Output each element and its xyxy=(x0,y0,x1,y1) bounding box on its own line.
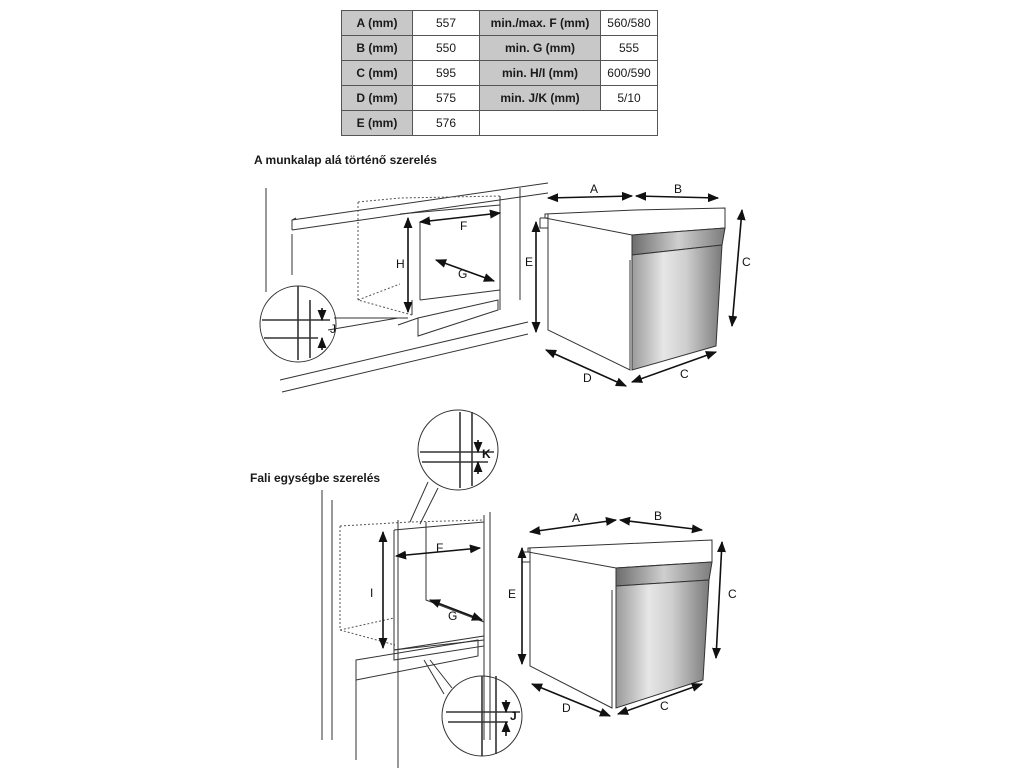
label-j-bottom: J xyxy=(510,709,517,723)
label-h: H xyxy=(396,257,405,271)
dimension-a-top: A xyxy=(546,182,634,203)
detail-bubble-j-top: J xyxy=(259,285,408,363)
wall-unit-cabinet-drawing xyxy=(321,490,491,768)
dim-value: 576 xyxy=(412,110,480,136)
label-k: K xyxy=(482,447,491,461)
dim-value: 575 xyxy=(412,85,480,111)
dimension-c-bottom-bottom: C xyxy=(616,683,704,715)
dimension-g: G xyxy=(434,259,496,282)
dimension-f: F xyxy=(418,209,502,233)
dim-value: 560/580 xyxy=(600,10,658,36)
label-g-wall: G xyxy=(448,609,457,623)
detail-bubble-j-bottom: J xyxy=(423,659,523,757)
dim-value: 555 xyxy=(600,35,658,61)
label-c-bottom-right: C xyxy=(728,587,737,601)
table-row: E (mm) 576 xyxy=(341,110,658,136)
dimension-c-top-right: C xyxy=(728,208,751,328)
label-i: I xyxy=(370,586,373,600)
label-a-bottom: A xyxy=(572,511,580,525)
label-a-top: A xyxy=(590,182,598,196)
dim-key: min. H/I (mm) xyxy=(479,60,601,86)
dim-value: 595 xyxy=(412,60,480,86)
dimension-i: I xyxy=(370,530,388,650)
dim-key: D (mm) xyxy=(341,85,413,111)
dimension-d-bottom: D xyxy=(530,683,612,717)
dim-key: C (mm) xyxy=(341,60,413,86)
dimension-g-wall: G xyxy=(428,599,484,623)
dim-key: A (mm) xyxy=(341,10,413,36)
dim-value: 550 xyxy=(412,35,480,61)
dimension-e-top: E xyxy=(525,220,541,334)
label-c-top-bottom: C xyxy=(680,367,689,381)
dimension-h: H xyxy=(396,216,413,314)
label-d-top: D xyxy=(583,371,592,385)
oven-drawing-top xyxy=(539,207,726,371)
dim-key: min./max. F (mm) xyxy=(479,10,601,36)
dimension-f-wall: F xyxy=(394,541,482,560)
dimension-d-top: D xyxy=(544,349,628,387)
dim-key: min. G (mm) xyxy=(479,35,601,61)
table-row: C (mm) 595 min. H/I (mm) 600/590 xyxy=(341,60,658,86)
dimension-c-bottom-right: C xyxy=(712,540,737,660)
empty-cell xyxy=(479,110,658,136)
section-title-wall-unit: Fali egységbe szerelés xyxy=(250,471,381,485)
dim-value: 5/10 xyxy=(600,85,658,111)
label-e-top: E xyxy=(525,255,533,269)
dim-key: B (mm) xyxy=(341,35,413,61)
dim-value: 557 xyxy=(412,10,480,36)
dimension-a-bottom: A xyxy=(528,511,618,536)
table-row: B (mm) 550 min. G (mm) 555 xyxy=(341,35,658,61)
label-g: G xyxy=(458,267,467,281)
oven-drawing-bottom xyxy=(521,539,713,709)
label-c-top-right: C xyxy=(742,255,751,269)
detail-bubble-k: K xyxy=(409,409,499,525)
dim-value: 600/590 xyxy=(600,60,658,86)
section-title-under-counter: A munkalap alá történő szerelés xyxy=(254,153,437,167)
dimensions-table: A (mm) 557 min./max. F (mm) 560/580 B (m… xyxy=(341,10,658,136)
label-j-top: J xyxy=(330,322,336,336)
label-e-bottom: E xyxy=(508,587,516,601)
dimension-b-top: B xyxy=(634,182,720,203)
dimension-c-top-bottom: C xyxy=(630,351,718,383)
label-b-bottom: B xyxy=(654,509,662,523)
label-f-wall: F xyxy=(436,541,443,555)
table-row: A (mm) 557 min./max. F (mm) 560/580 xyxy=(341,10,658,36)
label-d-bottom: D xyxy=(562,701,571,715)
table-row: D (mm) 575 min. J/K (mm) 5/10 xyxy=(341,85,658,111)
dimension-e-bottom: E xyxy=(508,546,527,666)
dimension-b-bottom: B xyxy=(618,509,704,534)
label-c-bottom-bottom: C xyxy=(660,699,669,713)
label-b-top: B xyxy=(674,182,682,196)
label-f: F xyxy=(460,219,467,233)
